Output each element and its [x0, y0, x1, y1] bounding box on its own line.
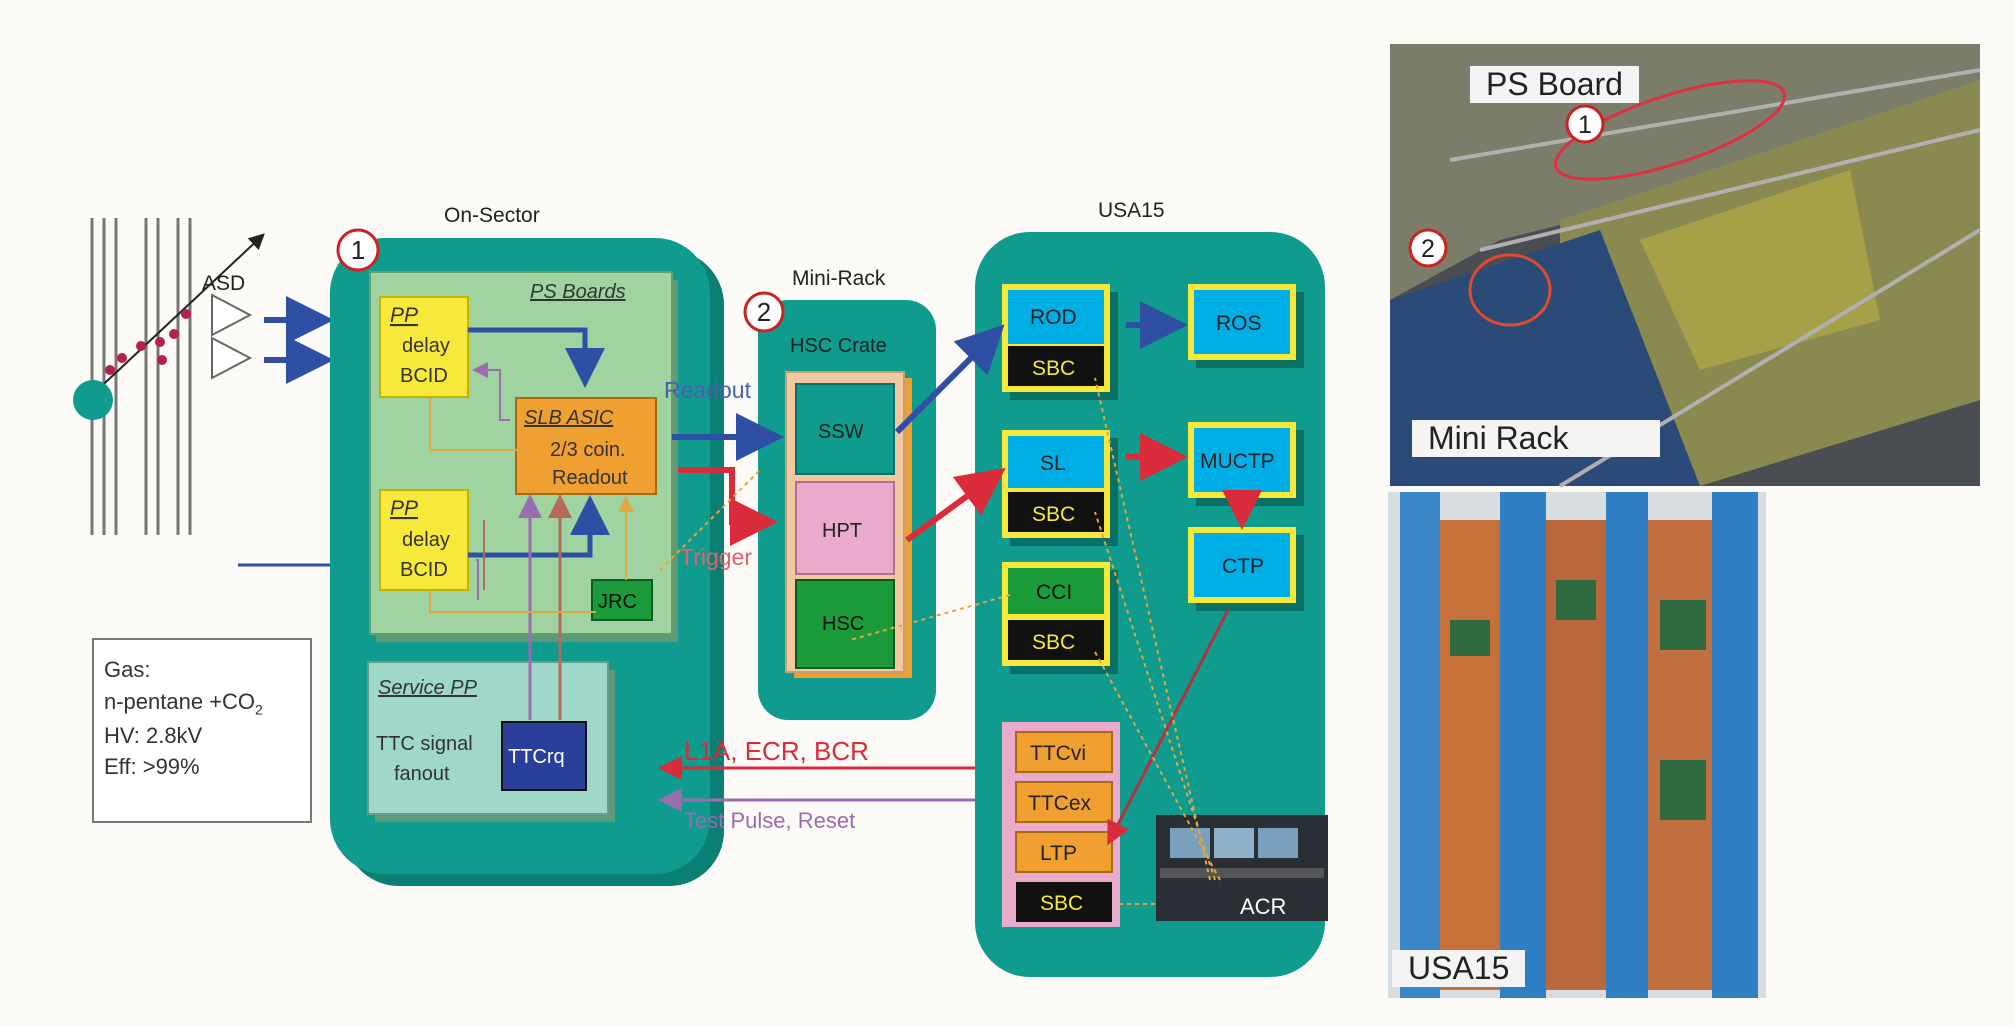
ttcex-label: TTCex [1028, 792, 1092, 815]
hsc-crate-label: HSC Crate [790, 335, 887, 357]
co2-subscript: 2 [255, 701, 263, 717]
slb-coin: 2/3 coin. [550, 439, 626, 461]
hpt-label: HPT [822, 520, 862, 542]
asd-label: ASD [202, 272, 245, 295]
readout-label: Readout [664, 377, 752, 403]
cci-label: CCI [1036, 581, 1072, 604]
eff-label: Eff: >99% [104, 751, 300, 783]
ltp-label: LTP [1040, 842, 1077, 865]
on-sector-title: On-Sector [444, 204, 540, 227]
ros-label: ROS [1216, 312, 1262, 335]
pp-bottom-title: PP [390, 497, 418, 520]
slb-title: SLB ASIC [524, 407, 614, 429]
pp-bottom-bcid: BCID [400, 559, 448, 581]
sl-sbc-label: SBC [1032, 503, 1075, 526]
rod-label: ROD [1030, 306, 1077, 329]
photo-label-mini-rack: Mini Rack [1412, 420, 1660, 457]
marker-2-diagram: 2 [757, 297, 771, 327]
ctp-label: CTP [1222, 555, 1264, 578]
cci-sbc-label: SBC [1032, 631, 1075, 654]
ttc-sbc-label: SBC [1040, 892, 1083, 915]
hv-label: HV: 2.8kV [104, 720, 300, 752]
asd-detector: ASD [73, 218, 330, 565]
slb-readout: Readout [552, 467, 628, 489]
mini-rack-title: Mini-Rack [792, 267, 886, 290]
pp-top-delay: delay [402, 335, 450, 357]
muctp-label: MUCTP [1200, 450, 1275, 473]
l1a-label: L1A, ECR, BCR [684, 736, 869, 766]
trigger-label: Trigger [680, 544, 752, 570]
usa15-photo [1388, 492, 1766, 998]
ttc-signal-label: TTC signal [376, 733, 473, 755]
sl-label: SL [1040, 452, 1066, 475]
on-sector-group: On-Sector 1 PS Boards PP delay BCID PP d… [330, 204, 724, 886]
test-pulse-label: Test Pulse, Reset [684, 808, 855, 833]
pp-top-title: PP [390, 304, 418, 327]
photo-label-ps-board: PS Board [1470, 66, 1639, 103]
usa15-title: USA15 [1098, 199, 1165, 222]
gas-mixture: n-pentane +CO2 [104, 686, 300, 720]
ssw-label: SSW [818, 421, 864, 443]
pp-top-bcid: BCID [400, 365, 448, 387]
marker-2-photo: 2 [1421, 235, 1435, 263]
marker-1-photo: 1 [1578, 111, 1592, 139]
photo-label-usa15: USA15 [1392, 950, 1525, 987]
ttcvi-label: TTCvi [1030, 742, 1086, 765]
rod-sbc-label: SBC [1032, 357, 1075, 380]
hsc-label: HSC [822, 613, 864, 635]
ps-boards-label: PS Boards [530, 281, 626, 303]
marker-1-diagram: 1 [351, 235, 365, 265]
gas-label: Gas: [104, 654, 300, 686]
service-pp-label: Service PP [378, 677, 478, 699]
acr-label: ACR [1240, 894, 1286, 919]
jrc-label: JRC [598, 591, 637, 613]
mini-rack-group: Mini-Rack 2 HSC Crate SSW HPT HSC [745, 267, 936, 720]
pp-bottom-delay: delay [402, 529, 450, 551]
ttcrq-label: TTCrq [508, 746, 565, 768]
gas-info-box: Gas: n-pentane +CO2 HV: 2.8kV Eff: >99% [92, 638, 312, 823]
ttc-fanout-label: fanout [394, 763, 450, 785]
